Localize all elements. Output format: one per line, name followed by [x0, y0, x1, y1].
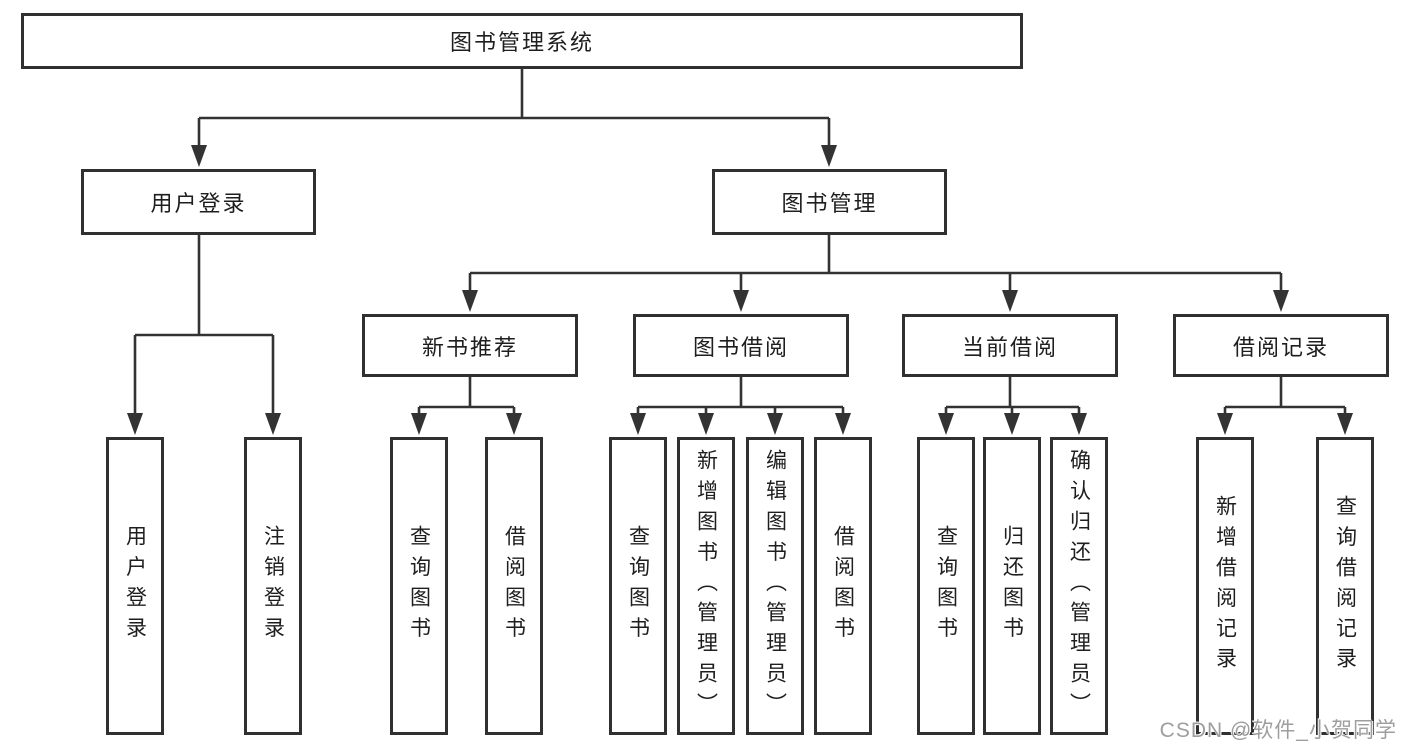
leaf-borrow-books-1: 借阅图书: [485, 437, 543, 735]
leaf-return-books: 归还图书: [983, 437, 1041, 735]
leaf-query-books-1: 查询图书: [390, 437, 448, 735]
leaf-label: 查询图书: [407, 525, 431, 647]
watermark: CSDN @软件_小贺同学: [1159, 719, 1397, 742]
leaf-label: 新增借阅记录: [1213, 494, 1237, 678]
leaf-label: 注销登录: [261, 525, 285, 647]
node-book-borrowing: 图书借阅: [633, 314, 849, 377]
node-book-management: 图书管理: [712, 169, 947, 235]
leaf-query-borrow-record: 查询借阅记录: [1316, 437, 1374, 735]
node-borrowing-records: 借阅记录: [1173, 314, 1389, 377]
node-new-book-recommendation: 新书推荐: [362, 314, 578, 377]
node-current-borrowing: 当前借阅: [902, 314, 1118, 377]
leaf-label: 新增图书（管理员）: [694, 448, 718, 724]
leaf-label: 查询图书: [626, 525, 650, 647]
leaf-label: 查询图书: [934, 525, 958, 647]
leaf-user-login: 用户登录: [106, 437, 164, 735]
leaf-borrow-books-2: 借阅图书: [814, 437, 872, 735]
leaf-query-books-3: 查询图书: [917, 437, 975, 735]
leaf-label: 确认归还（管理员）: [1067, 448, 1091, 724]
leaf-confirm-return-admin: 确认归还（管理员）: [1050, 437, 1108, 735]
leaf-label: 借阅图书: [502, 525, 526, 647]
leaf-edit-books-admin: 编辑图书（管理员）: [746, 437, 804, 735]
node-user-login: 用户登录: [81, 169, 316, 235]
node-root: 图书管理系统: [21, 13, 1023, 69]
leaf-label: 借阅图书: [831, 525, 855, 647]
leaf-label: 查询借阅记录: [1333, 494, 1357, 678]
leaf-label: 编辑图书（管理员）: [763, 448, 787, 724]
leaf-logout: 注销登录: [244, 437, 302, 735]
leaf-add-books-admin: 新增图书（管理员）: [677, 437, 735, 735]
leaf-label: 用户登录: [123, 525, 147, 647]
leaf-query-books-2: 查询图书: [609, 437, 667, 735]
leaf-add-borrow-record: 新增借阅记录: [1196, 437, 1254, 735]
leaf-label: 归还图书: [1000, 525, 1024, 647]
